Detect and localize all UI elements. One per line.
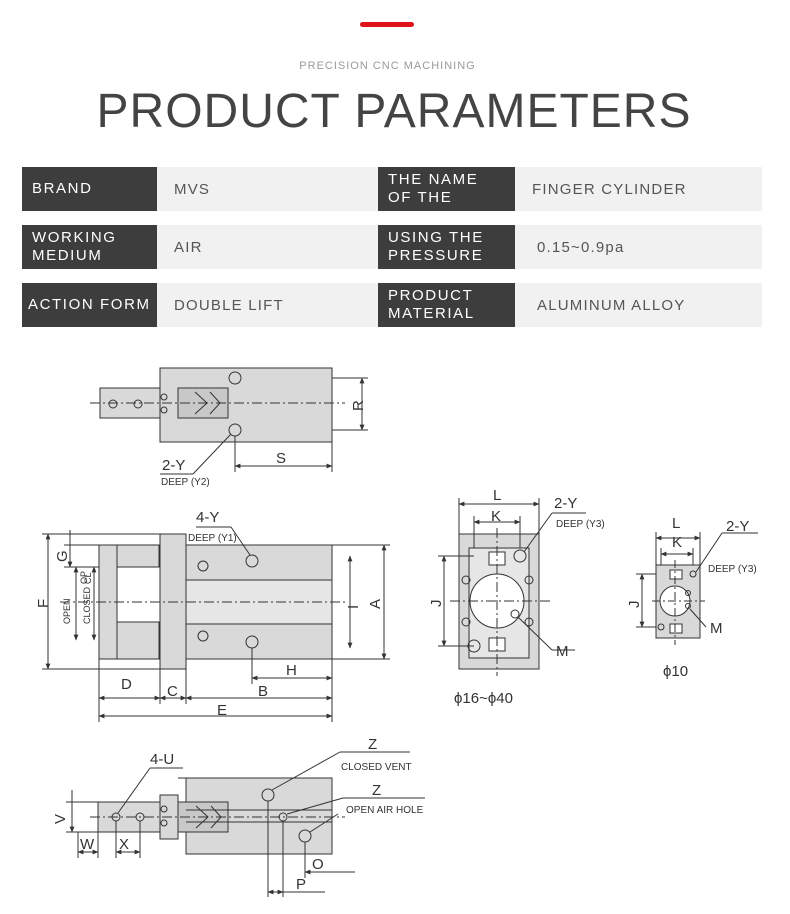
- param-label-text: USING THE PRESSURE: [388, 229, 484, 264]
- param-value: FINGER CYLINDER: [515, 167, 762, 211]
- param-row-medium: WORKING MEDIUM AIR USING THE PRESSURE 0.…: [22, 225, 762, 269]
- dim-j-label: J: [626, 601, 643, 609]
- dim-g-label: G: [54, 550, 71, 562]
- param-label-text: PRODUCT MATERIAL: [388, 287, 475, 322]
- dim-d-label: D: [121, 676, 132, 693]
- port-open-air-note: OPEN AIR HOLE: [346, 805, 424, 816]
- hole-label: 4-Y: [196, 509, 219, 526]
- hole-note: DEEP (Y2): [161, 477, 210, 488]
- param-label: WORKING MEDIUM: [22, 225, 157, 269]
- dim-b-label: B: [258, 683, 268, 700]
- open-label: OPEN: [62, 598, 72, 624]
- param-label: THE NAME OF THE: [378, 167, 515, 211]
- dim-f-label: F: [35, 599, 52, 608]
- dim-o-label: O: [312, 856, 324, 873]
- hole-label: 2-Y: [162, 457, 185, 474]
- section-subtitle: PRECISION CNC MACHINING: [299, 60, 476, 72]
- param-label-text: WORKING MEDIUM: [32, 229, 117, 264]
- dim-p-label: P: [296, 876, 306, 893]
- dim-w-label: W: [80, 836, 95, 853]
- dim-j-label: J: [428, 600, 445, 608]
- closed-label: CLOSED: [82, 586, 92, 624]
- hole-label: 2-Y: [726, 518, 749, 535]
- port-closed-vent-note: CLOSED VENT: [341, 762, 412, 773]
- dim-op-label: OP: [79, 571, 89, 584]
- param-label: PRODUCT MATERIAL: [378, 283, 515, 327]
- hole-note: DEEP (Y3): [708, 564, 757, 575]
- port-z-label: Z: [368, 736, 377, 753]
- dim-h-label: H: [286, 662, 297, 679]
- param-value: AIR: [157, 225, 378, 269]
- page-title: PRODUCT PARAMETERS: [96, 85, 692, 138]
- hole-note: DEEP (Y1): [188, 533, 237, 544]
- param-value: MVS: [157, 167, 378, 211]
- param-label: USING THE PRESSURE: [378, 225, 515, 269]
- dim-a-label: A: [367, 599, 384, 609]
- dim-r-label: R: [350, 400, 367, 411]
- dim-i-label: I: [345, 605, 362, 609]
- param-value: ALUMINUM ALLOY: [515, 283, 762, 327]
- hole-note: DEEP (Y3): [556, 519, 605, 530]
- dim-k-label: K: [491, 508, 501, 525]
- dim-l-label: L: [672, 515, 680, 532]
- param-label: ACTION FORM: [22, 283, 157, 327]
- hole-label: 2-Y: [554, 495, 577, 512]
- param-label: BRAND: [22, 167, 157, 211]
- dim-cl-label: CL: [83, 572, 93, 584]
- port-z-label: Z: [372, 782, 381, 799]
- end-view-small: L K J 2-Y DEEP (Y3) M ϕ10: [626, 515, 758, 680]
- dim-v-label: V: [52, 814, 69, 824]
- hole-label: 4-U: [150, 751, 174, 768]
- dim-m-label: M: [710, 620, 723, 637]
- front-view: 4-Y DEEP (Y1) F G OPEN OP CLOSED CL A I: [35, 509, 390, 722]
- param-row-brand: BRAND MVS THE NAME OF THE FINGER CYLINDE…: [22, 167, 762, 211]
- view-caption: ϕ10: [663, 663, 688, 680]
- dim-x-label: X: [119, 836, 129, 853]
- param-row-action: ACTION FORM DOUBLE LIFT PRODUCT MATERIAL…: [22, 283, 762, 327]
- dim-s-label: S: [276, 450, 286, 467]
- dim-e-label: E: [217, 702, 227, 719]
- end-view-large: L K J 2-Y DEEP (Y3) M ϕ16~ϕ40: [428, 487, 605, 707]
- dim-k-label: K: [672, 534, 682, 551]
- bottom-view: 4-U V W X Z CLOSED VENT Z OPEN A: [52, 736, 425, 897]
- dim-l-label: L: [493, 487, 501, 504]
- top-view: R S 2-Y DEEP (Y2): [90, 367, 368, 488]
- param-label-text: THE NAME OF THE: [388, 171, 479, 206]
- dim-c-label: C: [167, 683, 178, 700]
- view-caption: ϕ16~ϕ40: [454, 690, 513, 707]
- accent-bar: [360, 22, 414, 27]
- param-value: 0.15~0.9pa: [515, 225, 762, 269]
- param-value: DOUBLE LIFT: [157, 283, 378, 327]
- dim-m-label: M: [556, 643, 569, 660]
